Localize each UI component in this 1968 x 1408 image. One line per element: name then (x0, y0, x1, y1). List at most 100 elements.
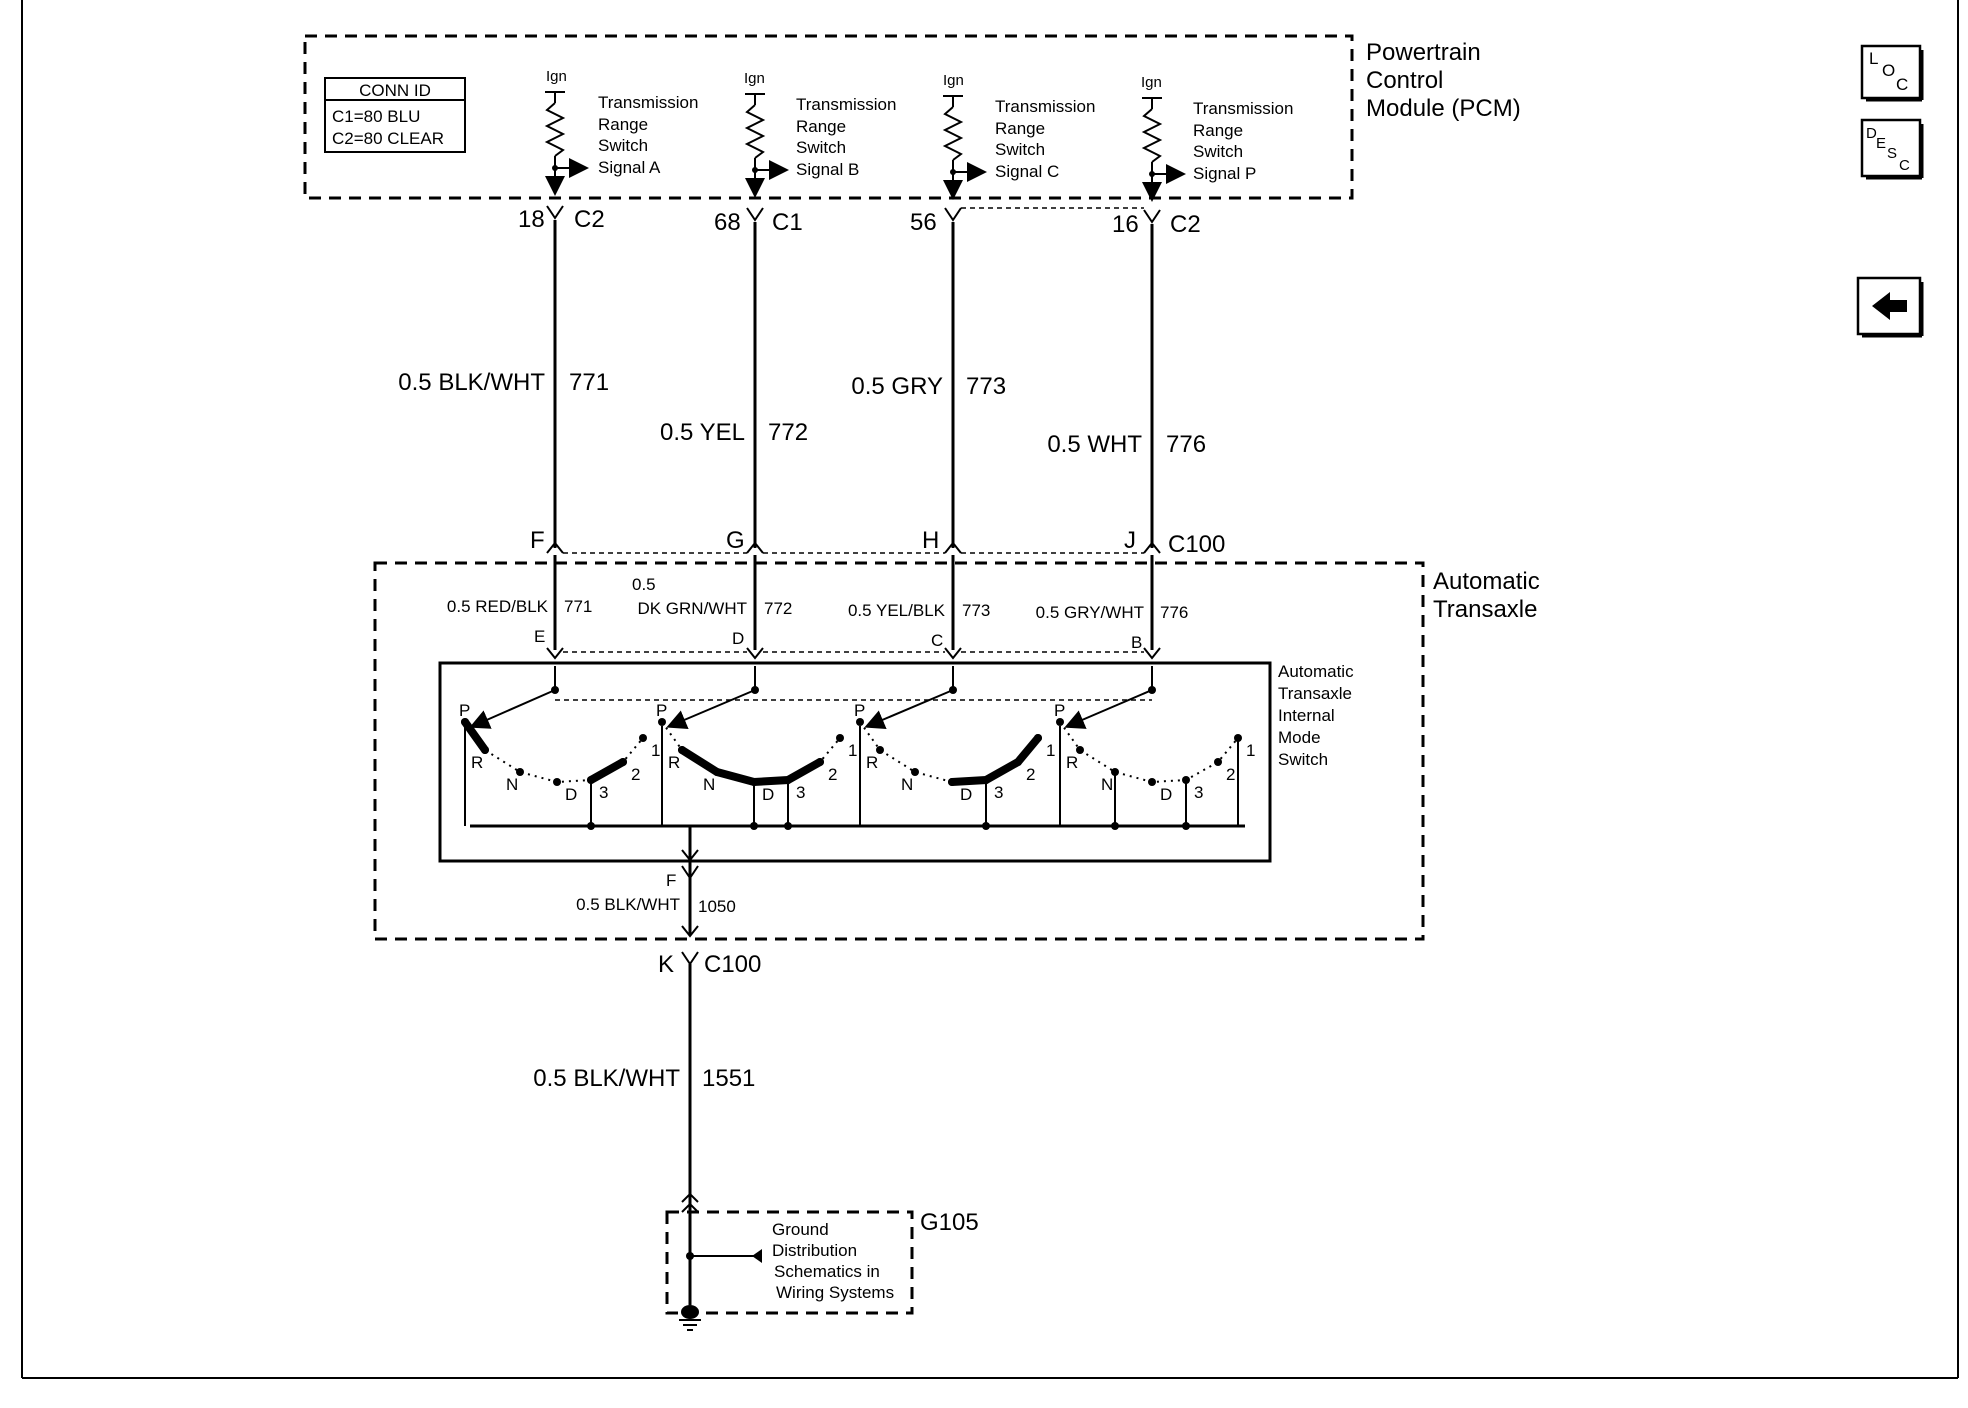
signal-b-line2: Range (796, 117, 846, 136)
signal-c-line4: Signal C (995, 162, 1059, 181)
loc-letter: C (1896, 75, 1908, 94)
ign-label: Ign (1141, 74, 1162, 91)
switch-pin: B (1131, 633, 1142, 652)
ground-wire-color: 0.5 BLK/WHT (576, 895, 680, 914)
switch-closed-segment (461, 718, 489, 754)
wiper-arrow (864, 689, 954, 729)
loc-letter: L (1869, 49, 1878, 68)
pcm-channel-a: Ign Transmission Range Switch Signal A (544, 68, 698, 196)
c100-top-label: C100 (1168, 531, 1225, 558)
switch-arc (1059, 721, 1239, 784)
switch-contact (1014, 758, 1022, 766)
switch-contact (1214, 758, 1222, 766)
switch-pin: E (534, 627, 545, 646)
signal-c-line1: Transmission (995, 97, 1095, 116)
pcm-pin-number: 68 (714, 209, 741, 236)
inner-wire-771-color: 0.5 RED/BLK (447, 597, 549, 616)
wire-772-circuit: 772 (768, 419, 808, 446)
pcm-boundary (303, 34, 1354, 200)
pcm-title-line3: Module (PCM) (1366, 95, 1521, 122)
inner-wire-776-circuit: 776 (1160, 603, 1188, 622)
switch-position-label: 2 (1026, 765, 1035, 784)
switch-position-label: N (1101, 775, 1113, 794)
switch-position-label: R (866, 753, 878, 772)
signal-b-line1: Transmission (796, 95, 896, 114)
wire-771-circuit: 771 (569, 369, 609, 396)
switch-position-label: P (459, 701, 470, 720)
signal-b-line4: Signal B (796, 160, 859, 179)
signal-a-line1: Transmission (598, 93, 698, 112)
switch-contact (713, 768, 721, 776)
switch-contact (1056, 718, 1064, 726)
switch-position-label: P (1054, 701, 1065, 720)
wire-776-circuit: 776 (1166, 431, 1206, 458)
switch-contact (948, 778, 956, 786)
c100-bottom-label: C100 (704, 951, 761, 978)
switch-position-label: 3 (796, 783, 805, 802)
conn-id-line1: C1=80 BLU (332, 107, 420, 126)
inner-wire-772-circuit: 772 (764, 599, 792, 618)
wiper-arrow (469, 689, 556, 729)
switch-position-label: N (703, 775, 715, 794)
wire-773-circuit: 773 (966, 373, 1006, 400)
ign-label: Ign (744, 70, 765, 87)
switch-position-label: 3 (599, 783, 608, 802)
inner-wire-776-color: 0.5 GRY/WHT (1036, 603, 1144, 622)
desc-button[interactable]: D E S C (1860, 118, 1924, 180)
desc-letter: S (1887, 145, 1897, 162)
switch-position-label: 3 (1194, 783, 1203, 802)
ground-pin: F (666, 871, 676, 890)
signal-a-line2: Range (598, 115, 648, 134)
switch-ground-arrow (681, 849, 699, 862)
ground-pin-connector (681, 865, 699, 880)
signal-p-line4: Signal P (1193, 164, 1256, 183)
ground-id: G105 (920, 1209, 979, 1236)
switch-contact (516, 768, 524, 776)
switch-position-label: P (854, 701, 865, 720)
switch-position-label: 3 (994, 783, 1003, 802)
switch-position-label: R (668, 753, 680, 772)
wire-1551-color: 0.5 BLK/WHT (533, 1065, 680, 1092)
internal-mode-switch (438, 661, 1272, 863)
wire-771-color: 0.5 BLK/WHT (398, 369, 545, 396)
switch-closed-segment (948, 734, 1042, 786)
ground-ref-arrow (752, 1249, 762, 1263)
switch-position-label: P (656, 701, 667, 720)
inner-wire-773-color: 0.5 YEL/BLK (848, 601, 946, 620)
switch-arc (859, 721, 1039, 784)
ground-text-line4: Wiring Systems (776, 1283, 894, 1302)
wire-772-color: 0.5 YEL (660, 419, 745, 446)
transaxle-title-line1: Automatic (1433, 568, 1540, 595)
switch-title-line2: Transaxle (1278, 684, 1352, 703)
switch-position-label: 1 (1246, 741, 1255, 760)
switch-contact (678, 746, 686, 754)
pcm-pin-connector: C2 (574, 206, 605, 233)
switch-contact (639, 734, 647, 742)
c100-bottom-pin: K (658, 951, 674, 978)
loc-button[interactable]: L O C (1860, 44, 1924, 102)
c100-pin: G (726, 527, 745, 554)
signal-p-line2: Range (1193, 121, 1243, 140)
c100-top-connector: F G H J C100 (530, 527, 1225, 558)
switch-position-label: 1 (848, 741, 857, 760)
signal-c-line3: Switch (995, 140, 1045, 159)
switch-contact (816, 758, 824, 766)
pcm-channel-b: Ign Transmission Range Switch Signal B (744, 70, 896, 198)
conn-id-box: CONN ID C1=80 BLU C2=80 CLEAR (324, 77, 466, 153)
switch-position-label: N (506, 775, 518, 794)
inner-wire-771-circuit: 771 (564, 597, 592, 616)
switch-position-label: 2 (828, 765, 837, 784)
ground-entry-arrow (681, 1192, 699, 1213)
switch-contact (553, 778, 561, 786)
ground-text-line3: Schematics in (774, 1262, 880, 1281)
inner-wire-772-color: DK GRN/WHT (637, 599, 747, 618)
signal-a-line3: Switch (598, 136, 648, 155)
switch-position-label: N (901, 775, 913, 794)
switch-contact (1076, 746, 1084, 754)
switch-pin: D (732, 629, 744, 648)
signal-b-line3: Switch (796, 138, 846, 157)
pcm-title-line2: Control (1366, 67, 1443, 94)
c100-pin: J (1124, 527, 1136, 554)
back-button[interactable] (1856, 276, 1924, 338)
